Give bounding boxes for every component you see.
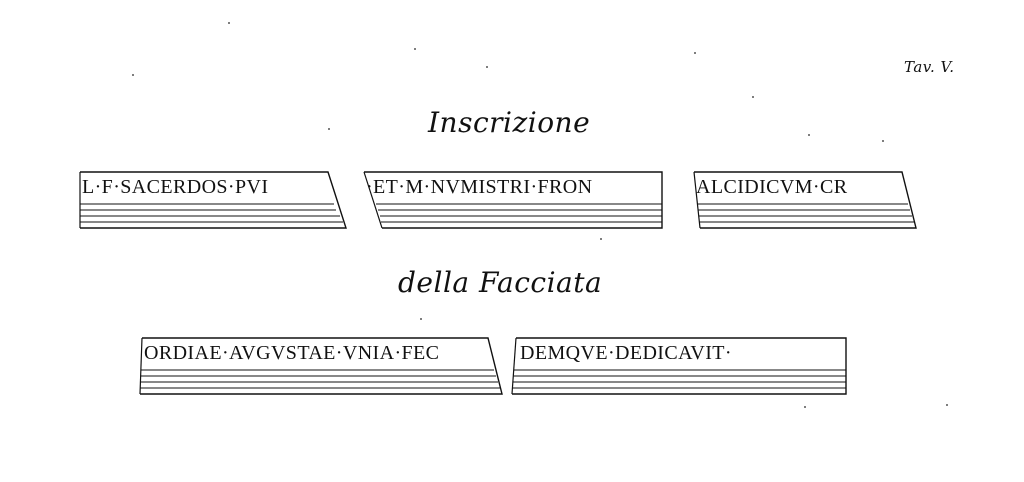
speck [752,96,754,98]
inscription-fragment-5: DEMQVE·DEDICAVIT· [510,334,850,398]
inscription-fragment-3: ALCIDICVM·CR [690,168,918,232]
speck [694,52,696,54]
fragment-outline [139,337,503,395]
inscription-text: ·ET·M·NVMISTRI·FRON [366,176,593,198]
heading-della-facciata: della Facciata [398,266,603,299]
speck [808,134,810,136]
fragment-outline [511,337,847,395]
speck [804,406,806,408]
inscription-fragment-4: ORDIAE·AVGVSTAE·VNIA·FEC [136,334,506,398]
speck [414,48,416,50]
inscription-fragment-2: ·ET·M·NVMISTRI·FRON [360,168,670,232]
inscription-text: DEMQVE·DEDICAVIT· [520,342,732,364]
speck [946,404,948,406]
fragment-outline [363,171,663,229]
speck [420,318,422,320]
inscription-text: ALCIDICVM·CR [696,176,848,198]
plate-label: Tav. V. [904,58,955,76]
inscription-fragment-1: L·F·SACERDOS·PVI [78,168,348,232]
speck [486,66,488,68]
fragment-outline [79,171,347,229]
speck [132,74,134,76]
inscription-text: ORDIAE·AVGVSTAE·VNIA·FEC [144,342,440,364]
inscription-text: L·F·SACERDOS·PVI [82,176,269,198]
speck [600,238,602,240]
speck [228,22,230,24]
speck [328,128,330,130]
heading-inscrizione: Inscrizione [428,106,591,139]
speck [882,140,884,142]
fragment-outline [693,171,917,229]
